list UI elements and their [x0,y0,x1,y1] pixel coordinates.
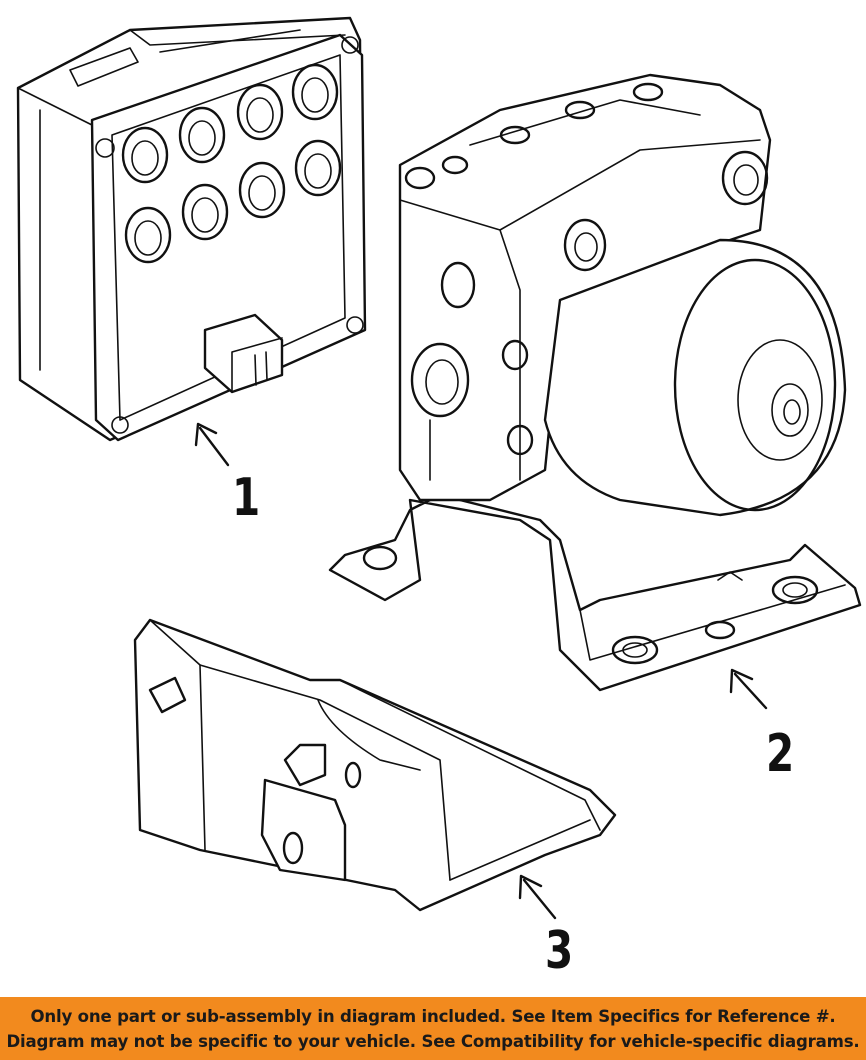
disclaimer-line-2: Diagram may not be specific to your vehi… [6,1032,860,1051]
callout-1: 1 [232,468,261,528]
abs-control-module [16,16,367,442]
mounting-bracket [133,618,617,912]
leader-arrow-3 [518,874,557,920]
abs-hydraulic-unit [328,73,862,692]
parts-diagram: 1 2 3 [16,16,862,981]
callout-3: 3 [545,921,574,981]
leader-arrow-1 [194,422,230,467]
leader-arrow-2 [729,668,768,710]
callout-2: 2 [766,724,795,784]
disclaimer-banner: Only one part or sub-assembly in diagram… [0,997,866,1060]
disclaimer-line-1: Only one part or sub-assembly in diagram… [30,1007,836,1026]
